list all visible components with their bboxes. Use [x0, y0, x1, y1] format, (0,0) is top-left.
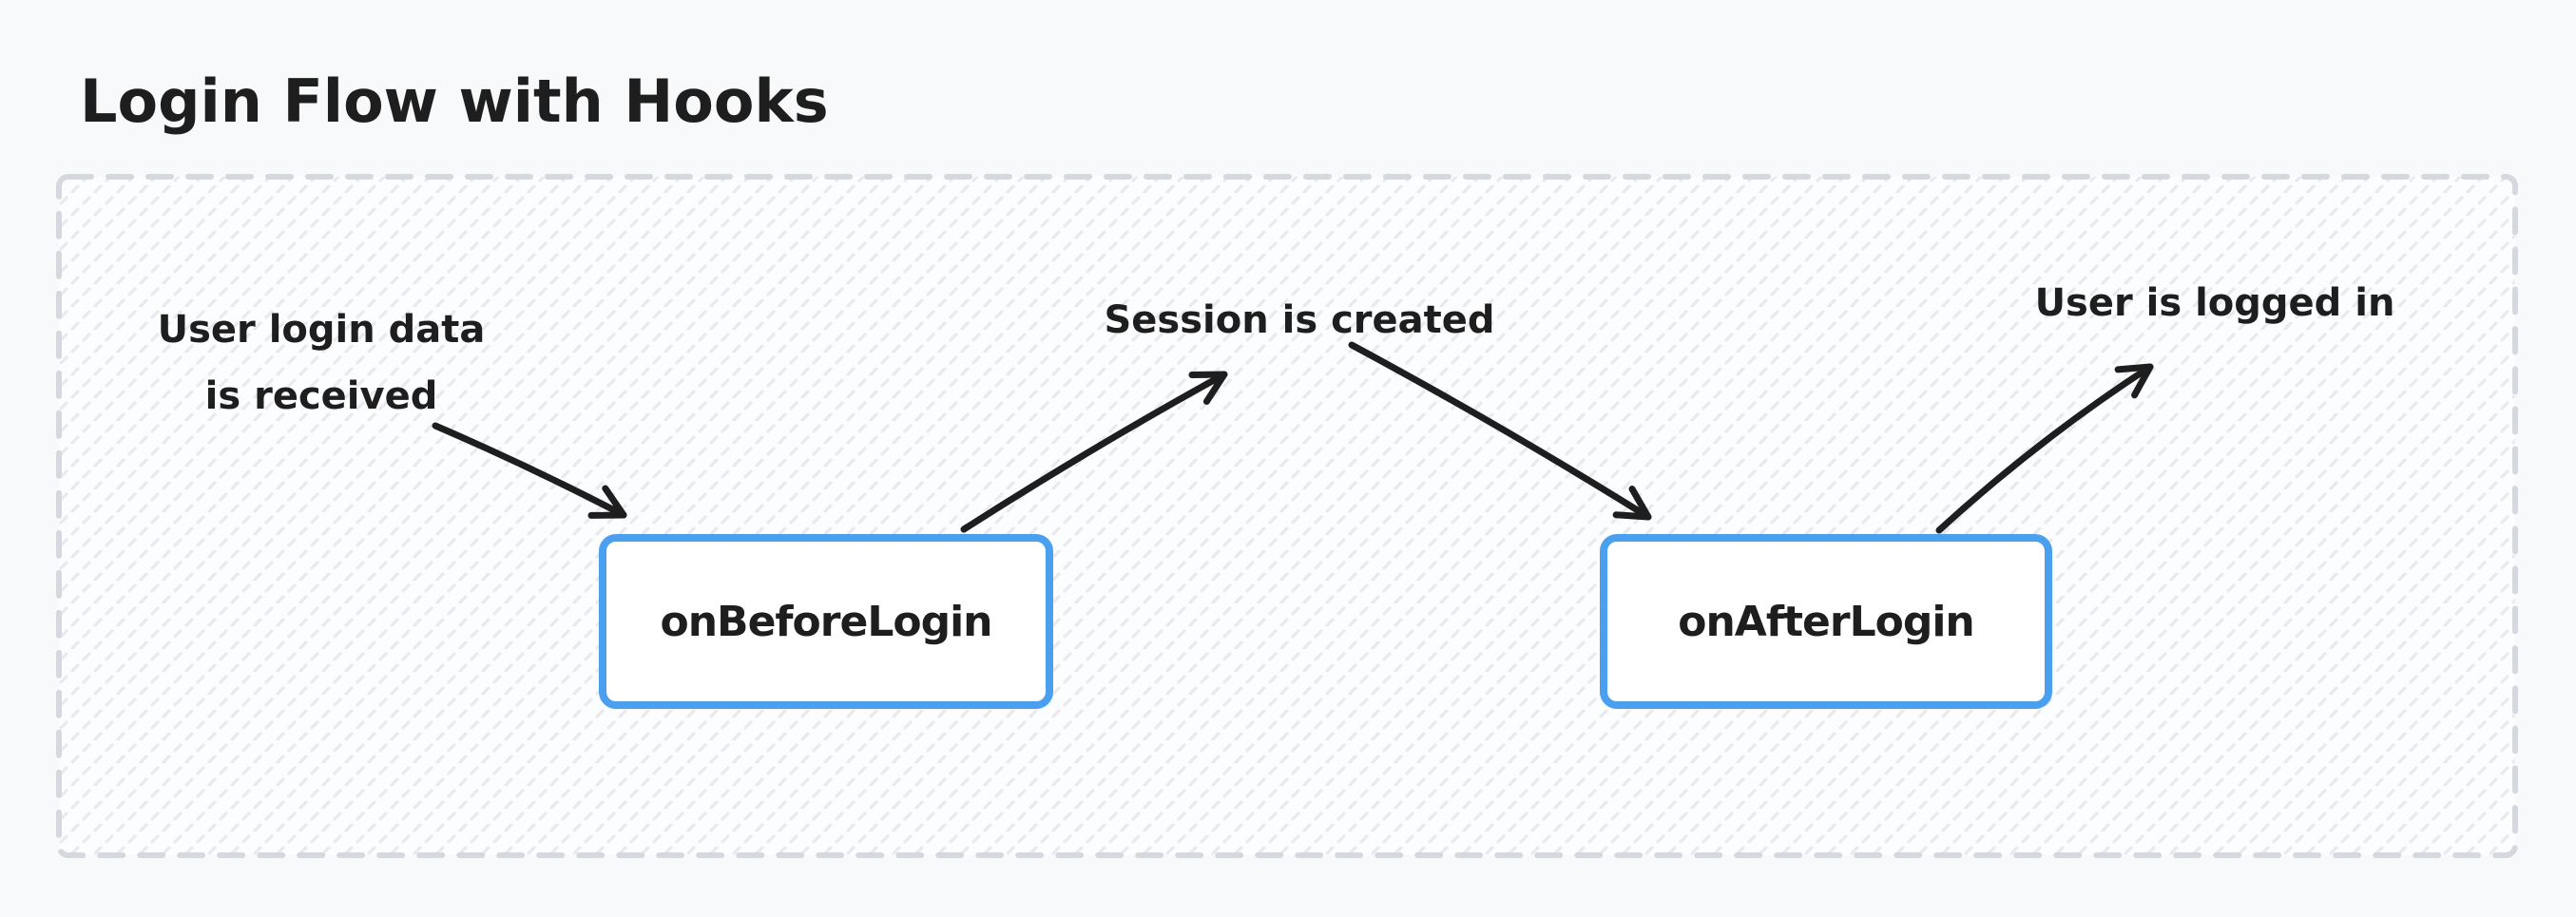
annotation-session-created: Session is created: [1104, 298, 1495, 342]
annotation-login-data-received: User login data is received: [157, 308, 486, 418]
flow-frame-dashed-border: [56, 174, 2518, 858]
node-onbeforelogin-label: onBeforeLogin: [660, 597, 992, 646]
node-onafterlogin-label: onAfterLogin: [1678, 597, 1974, 646]
arrow-login-data-to-onbeforelogin: [432, 422, 627, 519]
annotation-user-logged-in: User is logged in: [2034, 281, 2395, 325]
arrow-onafterlogin-to-user-logged-in: [1935, 363, 2154, 534]
arrow-session-created-to-onafterlogin: [1348, 341, 1652, 521]
node-onafterlogin: onAfterLogin: [1600, 534, 2052, 709]
node-onbeforelogin: onBeforeLogin: [599, 534, 1053, 709]
page-title: Login Flow with Hooks: [80, 67, 829, 136]
arrow-onbeforelogin-to-session-created: [960, 371, 1228, 533]
